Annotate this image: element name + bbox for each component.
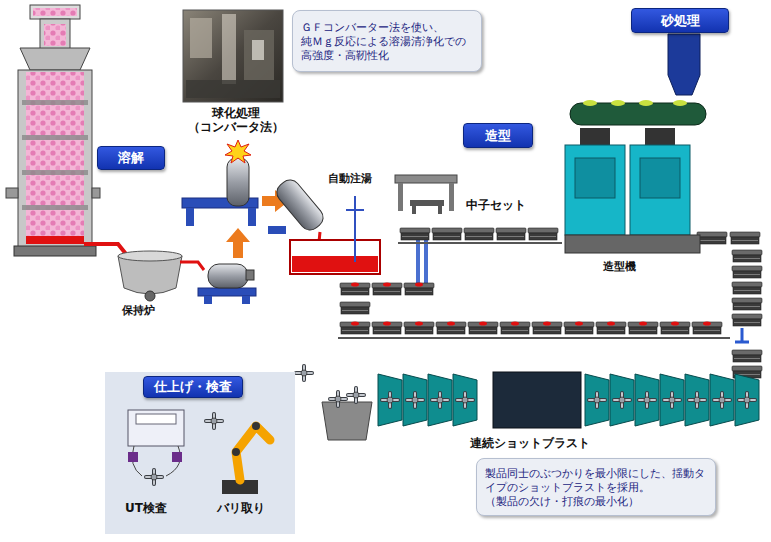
note-callout: 製品同士のぶつかりを最小限にした、揺動タ イプのショットブラストを採用。 （製品… bbox=[476, 458, 716, 516]
stage-title: 仕上げ・検査 bbox=[154, 378, 232, 396]
photo bbox=[183, 10, 283, 102]
shot-blast bbox=[296, 366, 759, 440]
part-label: 保持炉 bbox=[122, 304, 182, 317]
converter bbox=[182, 140, 428, 304]
part-label: 自動注湯 bbox=[328, 172, 398, 185]
part-label: 球化処理 （コンバータ法） bbox=[183, 106, 289, 135]
finishing-panel: UT検査 バリ取り 仕上げ・検査 bbox=[105, 372, 295, 534]
cupola-furnace bbox=[6, 5, 126, 256]
molding-machines bbox=[565, 34, 706, 253]
finishing-panel bbox=[105, 372, 295, 534]
stage-label-box: 溶解 bbox=[97, 146, 165, 170]
station-label: バリ取り bbox=[217, 500, 265, 517]
stage-title: 溶解 bbox=[118, 149, 144, 167]
stage-title: 砂処理 bbox=[661, 12, 700, 30]
note-text: 製品同士のぶつかりを最小限にした、揺動タ イプのショットブラストを採用。 （製品… bbox=[485, 466, 707, 509]
part-label: 連続ショットブラスト bbox=[470, 436, 620, 450]
stage-label-box: 仕上げ・検査 bbox=[143, 376, 243, 398]
stage-title: 造型 bbox=[485, 127, 511, 145]
holding-furnace bbox=[118, 251, 204, 301]
station-label: UT検査 bbox=[125, 500, 167, 517]
note-text: ＧＦコンバーター法を使い、 純Ｍｇ反応による溶湯清浄化での 高強度・高靭性化 bbox=[301, 20, 473, 63]
note-callout: ＧＦコンバーター法を使い、 純Ｍｇ反応による溶湯清浄化での 高強度・高靭性化 bbox=[292, 10, 482, 72]
stage-label-box: 造型 bbox=[463, 123, 533, 148]
core-setter bbox=[395, 175, 457, 214]
part-label: 中子セット bbox=[466, 198, 556, 212]
stage-label-box: 砂処理 bbox=[631, 8, 729, 33]
part-label: 造型機 bbox=[603, 260, 663, 273]
mold-line bbox=[338, 228, 762, 378]
